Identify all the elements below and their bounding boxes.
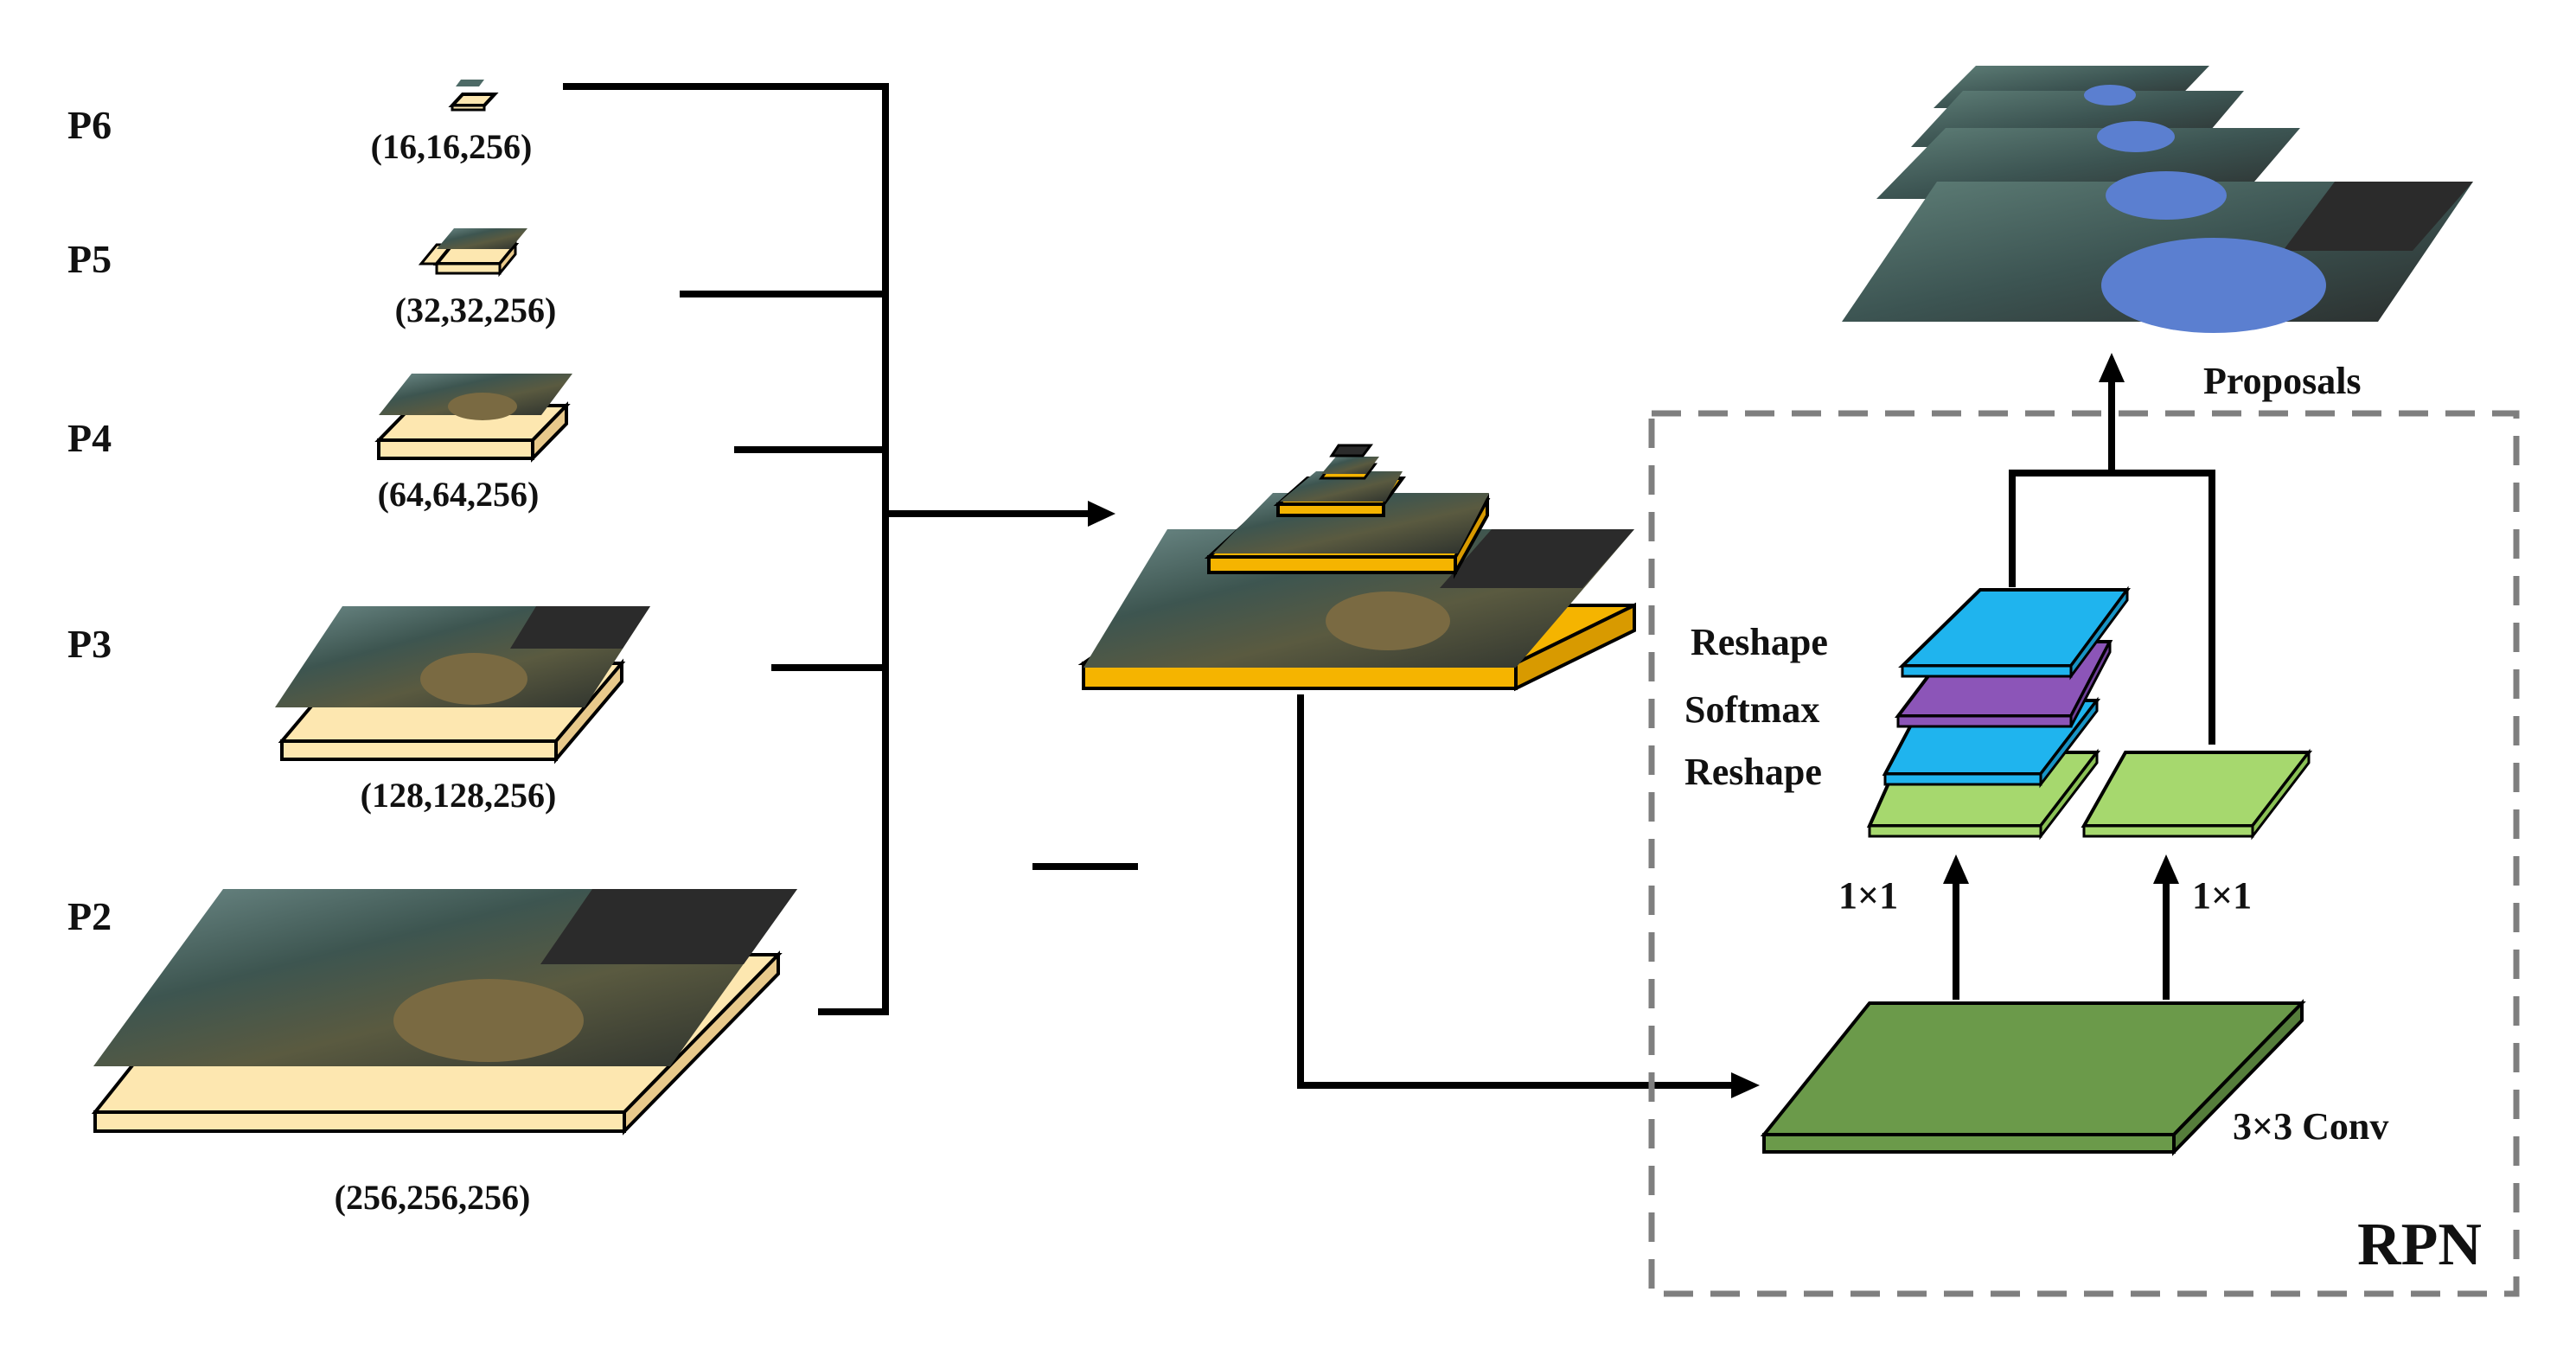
merged-to-conv-arrow bbox=[1297, 694, 1760, 1098]
p5-label: P5 bbox=[67, 237, 112, 281]
pyramid-bracket bbox=[563, 83, 1115, 1015]
p6-feature-map bbox=[448, 80, 499, 112]
p3-shape: (128,128,256) bbox=[361, 776, 557, 815]
proposals-label: Proposals bbox=[2203, 360, 2362, 402]
p6-label: P6 bbox=[67, 103, 112, 147]
p6-shape: (16,16,256) bbox=[371, 127, 533, 166]
rpn-title: RPN bbox=[2357, 1212, 2482, 1278]
merged-feature-stack bbox=[1077, 444, 1636, 692]
softmax-label: Softmax bbox=[1684, 688, 1819, 731]
p5-feature-map bbox=[418, 228, 527, 278]
proposals-image-stack bbox=[1842, 66, 2473, 333]
left-1x1-label: 1×1 bbox=[1838, 874, 1898, 917]
p4-shape: (64,64,256) bbox=[378, 475, 540, 514]
p3-feature-map bbox=[275, 606, 650, 764]
p5-shape: (32,32,256) bbox=[395, 291, 557, 329]
p2-label: P2 bbox=[67, 894, 112, 938]
p3-label: P3 bbox=[67, 622, 112, 666]
reshape-top-label: Reshape bbox=[1691, 621, 1828, 663]
conv-label: 3×3 Conv bbox=[2233, 1105, 2388, 1148]
conv-3x3-layer bbox=[1760, 999, 2306, 1156]
p2-shape: (256,256,256) bbox=[335, 1178, 531, 1217]
right-1x1-label: 1×1 bbox=[2192, 874, 2252, 917]
reshape-top-layer bbox=[1898, 585, 2131, 681]
reshape-bottom-label: Reshape bbox=[1684, 751, 1822, 793]
reg-1x1-layer bbox=[2081, 748, 2313, 841]
branches-to-proposals-arrow bbox=[2009, 353, 2215, 745]
rpn-box bbox=[1648, 410, 2520, 1297]
p2-feature-map bbox=[91, 889, 797, 1135]
p4-label: P4 bbox=[67, 416, 112, 460]
p4-feature-map bbox=[374, 374, 572, 463]
conv-to-1x1-arrows bbox=[1943, 854, 2179, 1000]
